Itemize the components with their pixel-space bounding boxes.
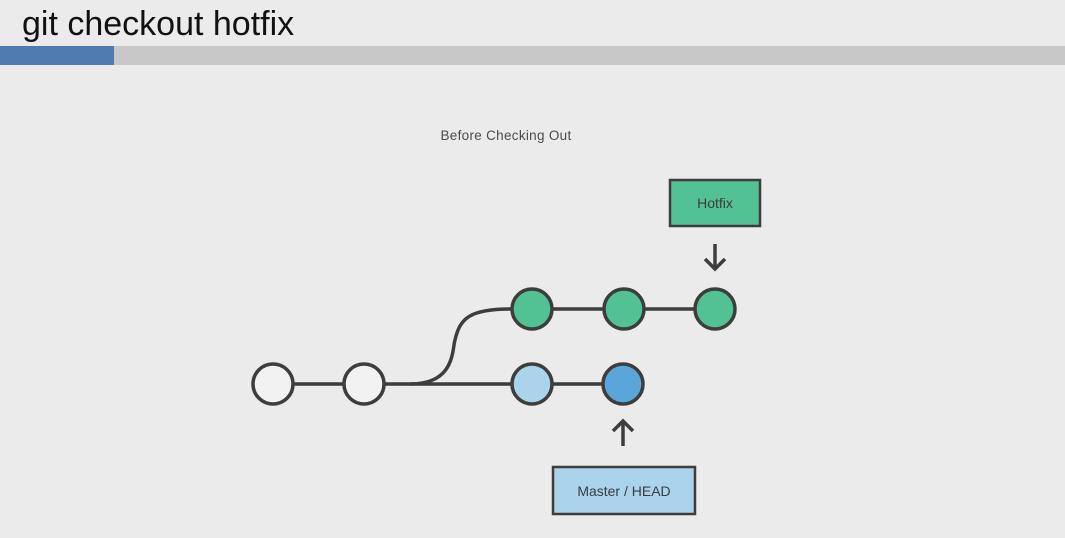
hotfix-arrow-head [703, 257, 727, 272]
master-head-box [551, 465, 697, 516]
commit-node [251, 362, 295, 406]
commits [251, 287, 737, 406]
hotfix-commit-node [602, 287, 646, 331]
progress-bar-fill [0, 46, 114, 65]
hotfix-commit-node [510, 287, 554, 331]
master-head-label: Master / HEAD [577, 483, 670, 499]
hotfix-branch-box [668, 178, 762, 228]
progress-bar [0, 46, 1065, 65]
commit-node [342, 362, 386, 406]
head-commit-node [601, 362, 645, 406]
diagram-caption: Before Checking Out [440, 128, 571, 143]
edge-branch-curve [409, 307, 512, 386]
master-commit-node [510, 362, 554, 406]
slide-title: git checkout hotfix [22, 5, 295, 43]
hotfix-commit-node [693, 287, 737, 331]
branch-lines [293, 244, 727, 446]
master-arrow-head [611, 418, 635, 433]
hotfix-branch-label: Hotfix [697, 195, 733, 211]
